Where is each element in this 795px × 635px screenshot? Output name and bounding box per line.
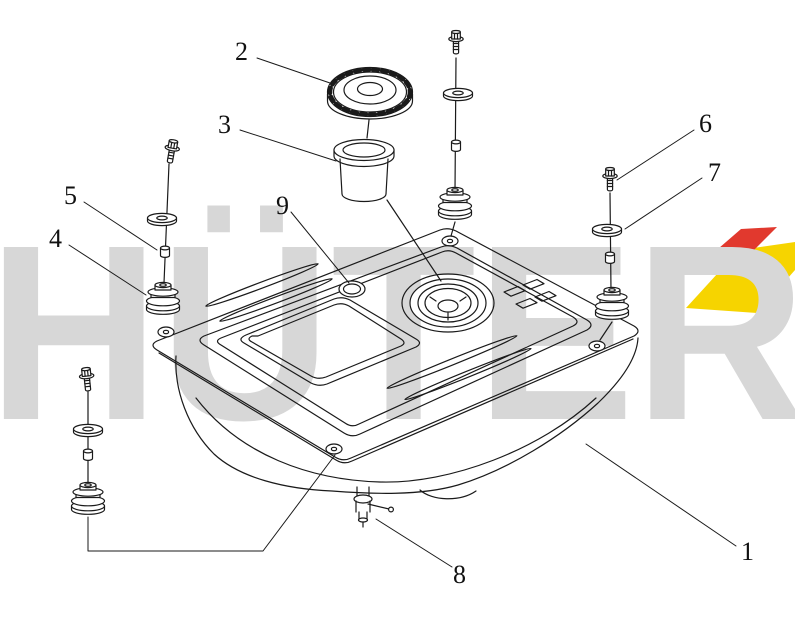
fuel-petcock [353,486,395,528]
bolt-icon [161,137,182,165]
leader-line-4 [68,244,147,296]
brand-logo [686,227,795,313]
washer-icon [72,423,104,438]
logo-red-shape [704,227,777,261]
callout-7: 7 [708,158,721,187]
spacer-icon [604,251,616,264]
washer-icon [146,212,178,227]
leader-bracket-bottom-left [87,454,336,552]
washer-icon [591,223,623,238]
leader-line-9 [290,211,350,284]
mounting-plate [152,228,639,464]
callout-3: 3 [218,110,231,139]
spacer-icon [159,245,171,258]
watermark-text: HÜTER [0,193,795,472]
callout-6: 6 [699,109,712,138]
tank-top-face [199,245,592,437]
callout-4: 4 [49,224,62,253]
tank-top-cap [338,280,366,298]
leader-line-3 [239,129,337,162]
callout-1: 1 [741,537,754,566]
spacer-icon [450,139,462,152]
leader-line-7 [624,177,703,230]
filler-neck [333,138,442,282]
exploded-diagram [68,29,737,568]
fuel-cap [326,66,414,139]
fuel-gauge-opening [401,273,495,333]
callout-9: 9 [276,191,289,220]
leader-line-5 [83,201,158,251]
callout-8: 8 [453,560,466,589]
bolt-icon [602,166,618,192]
tank-lower-body [175,337,639,500]
spacer-icon [82,448,94,461]
leader-line-1 [585,443,737,547]
mount-hardware-bottom-left [70,366,106,515]
callout-5: 5 [64,181,77,210]
logo-yellow-shape [686,242,795,313]
mount-hardware-right [591,166,630,341]
leader-line-8 [375,518,453,568]
grommet-icon [70,481,106,515]
mount-hardware-top-left [145,137,182,315]
bolt-icon [448,29,464,55]
leader-line-2 [256,57,331,84]
callout-2: 2 [235,37,248,66]
mount-hardware-top-middle [437,29,474,237]
callout-leader-lines [68,57,737,568]
washer-icon [442,87,474,102]
leader-line-6 [616,129,695,181]
